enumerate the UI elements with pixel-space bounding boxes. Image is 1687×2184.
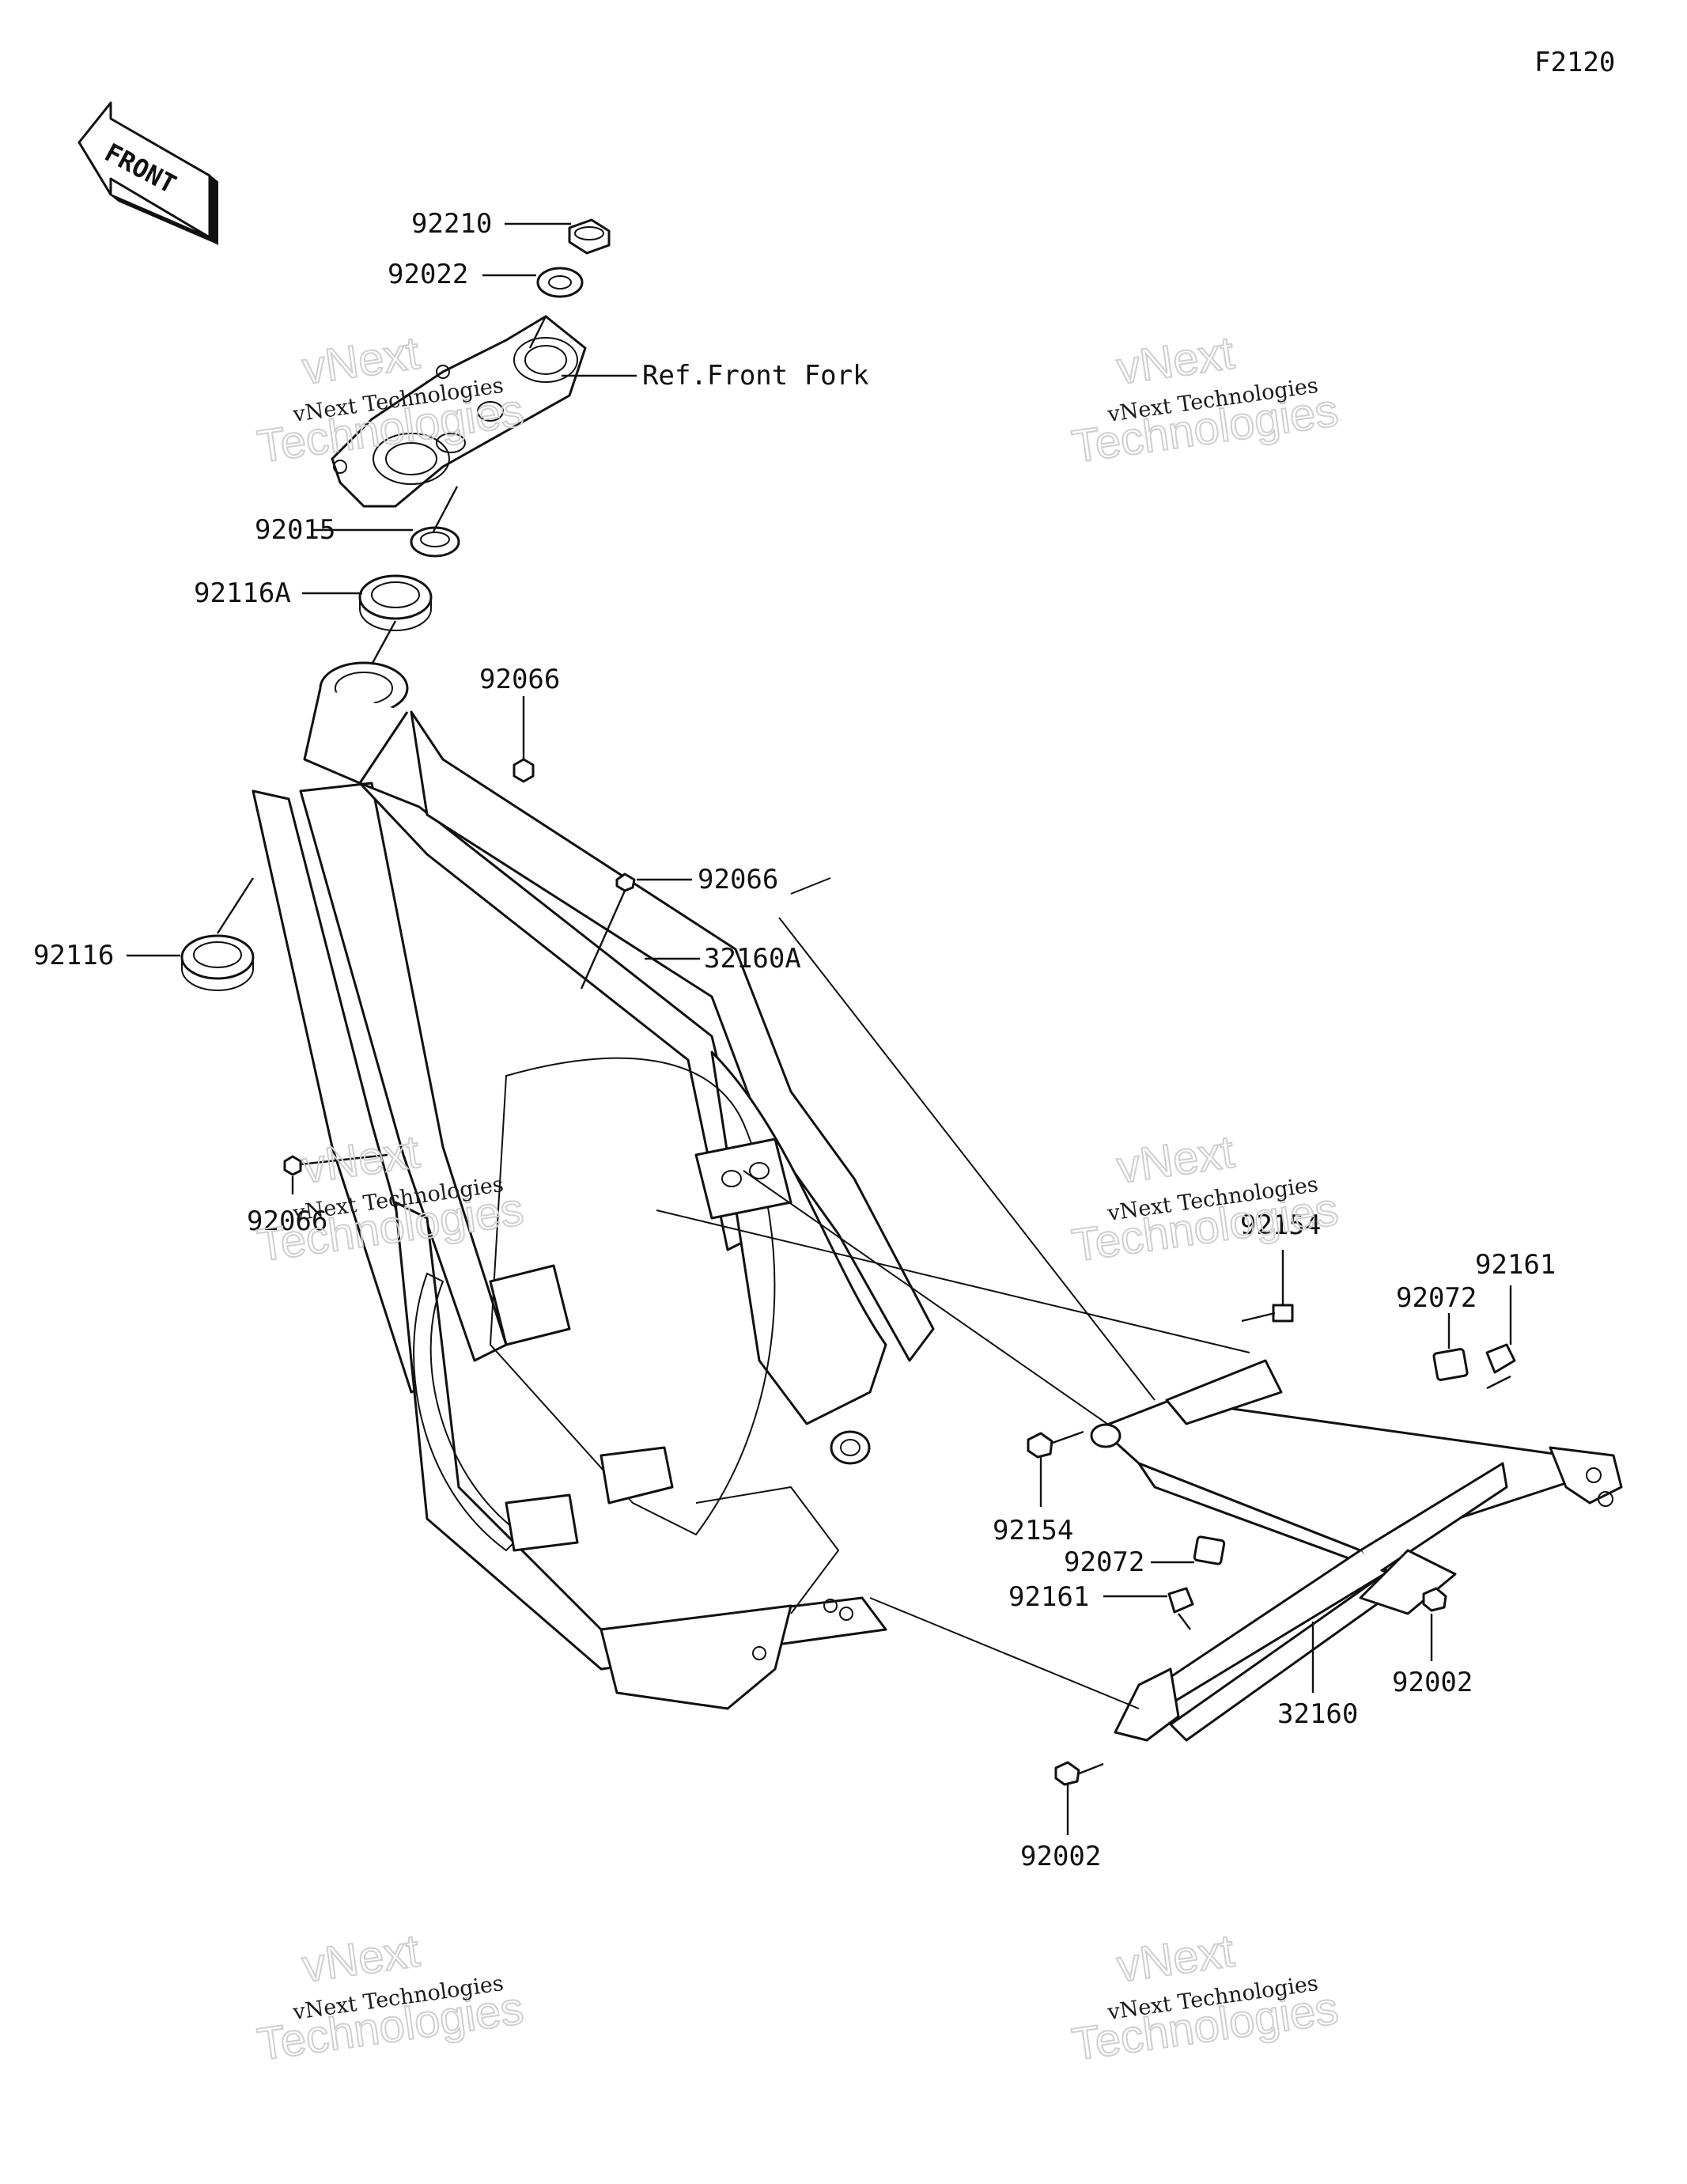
bolt-92066-mid: [615, 872, 636, 892]
callout-92066-left: 92066: [247, 1206, 327, 1237]
sub-frame-32160: [1090, 1359, 1623, 1742]
callout-92002-right: 92002: [1392, 1667, 1473, 1698]
callout-92154-bottom: 92154: [993, 1515, 1073, 1546]
collar-92072-top: [1432, 1348, 1469, 1381]
svg-text:vNext: vNext: [1114, 1925, 1237, 1993]
callout-92066-top: 92066: [479, 664, 560, 695]
callout-92066-mid: 92066: [698, 864, 778, 895]
figure-number: F2120: [1534, 47, 1615, 78]
watermark-top-left: vNext Technologies vNext Technologies: [253, 327, 527, 474]
bearing-92116A: [358, 574, 433, 631]
watermark-middle-right: vNext Technologies vNext Technologies: [1068, 1126, 1341, 1273]
callout-92116: 92116: [33, 940, 114, 971]
bolt-92154-top: [1241, 1304, 1294, 1323]
callout-92015: 92015: [255, 514, 335, 546]
steering-nut-92210: [568, 218, 611, 255]
main-frame-32160A: [252, 661, 935, 1710]
svg-text:vNext: vNext: [1114, 327, 1237, 395]
callout-32160A: 32160A: [704, 943, 801, 975]
callout-92210: 92210: [411, 208, 492, 240]
callout-92022: 92022: [388, 259, 468, 290]
ref-front-fork-label: Ref.Front Fork: [642, 360, 869, 392]
callout-92002-bottom: 92002: [1020, 1841, 1101, 1872]
watermark-bottom-right: vNext Technologies vNext Technologies: [1068, 1925, 1341, 2072]
callout-92072-bottom: 92072: [1064, 1546, 1144, 1578]
svg-text:vNext: vNext: [299, 327, 422, 395]
callout-92161-bottom: 92161: [1008, 1581, 1089, 1613]
callout-92072-top: 92072: [1396, 1282, 1477, 1314]
front-arrow-icon: FRONT: [78, 101, 218, 246]
bolt-92002-bottom: [1054, 1761, 1104, 1786]
collar-92072-bottom: [1193, 1535, 1226, 1565]
leader-lines: [127, 222, 1512, 1835]
svg-text:vNext: vNext: [299, 1925, 422, 1993]
callout-92161-top: 92161: [1475, 1249, 1556, 1281]
clip-92161-top: [1485, 1343, 1516, 1374]
clip-92161-bottom: [1167, 1587, 1194, 1614]
watermark-top-right: vNext Technologies vNext Technologies: [1068, 327, 1341, 474]
washer-92022: [536, 267, 584, 298]
steering-stem-head: [331, 315, 587, 508]
svg-text:vNext: vNext: [1114, 1126, 1237, 1194]
callout-92154-top: 92154: [1240, 1209, 1321, 1241]
svg-text:vNext: vNext: [299, 1126, 422, 1194]
bolt-92066-left: [283, 1155, 302, 1176]
watermark-middle-left: vNext Technologies vNext Technologies: [253, 1126, 527, 1273]
bearing-92116: [180, 934, 255, 991]
bolt-92066-top: [513, 758, 535, 783]
bolt-92002-right: [1422, 1587, 1447, 1612]
watermark-bottom-left: vNext Technologies vNext Technologies: [253, 1925, 527, 2072]
callout-32160: 32160: [1277, 1698, 1358, 1730]
stem-nut-92015: [410, 526, 460, 558]
bolt-92154-bottom: [1027, 1430, 1084, 1459]
callout-92116A: 92116A: [194, 577, 291, 609]
